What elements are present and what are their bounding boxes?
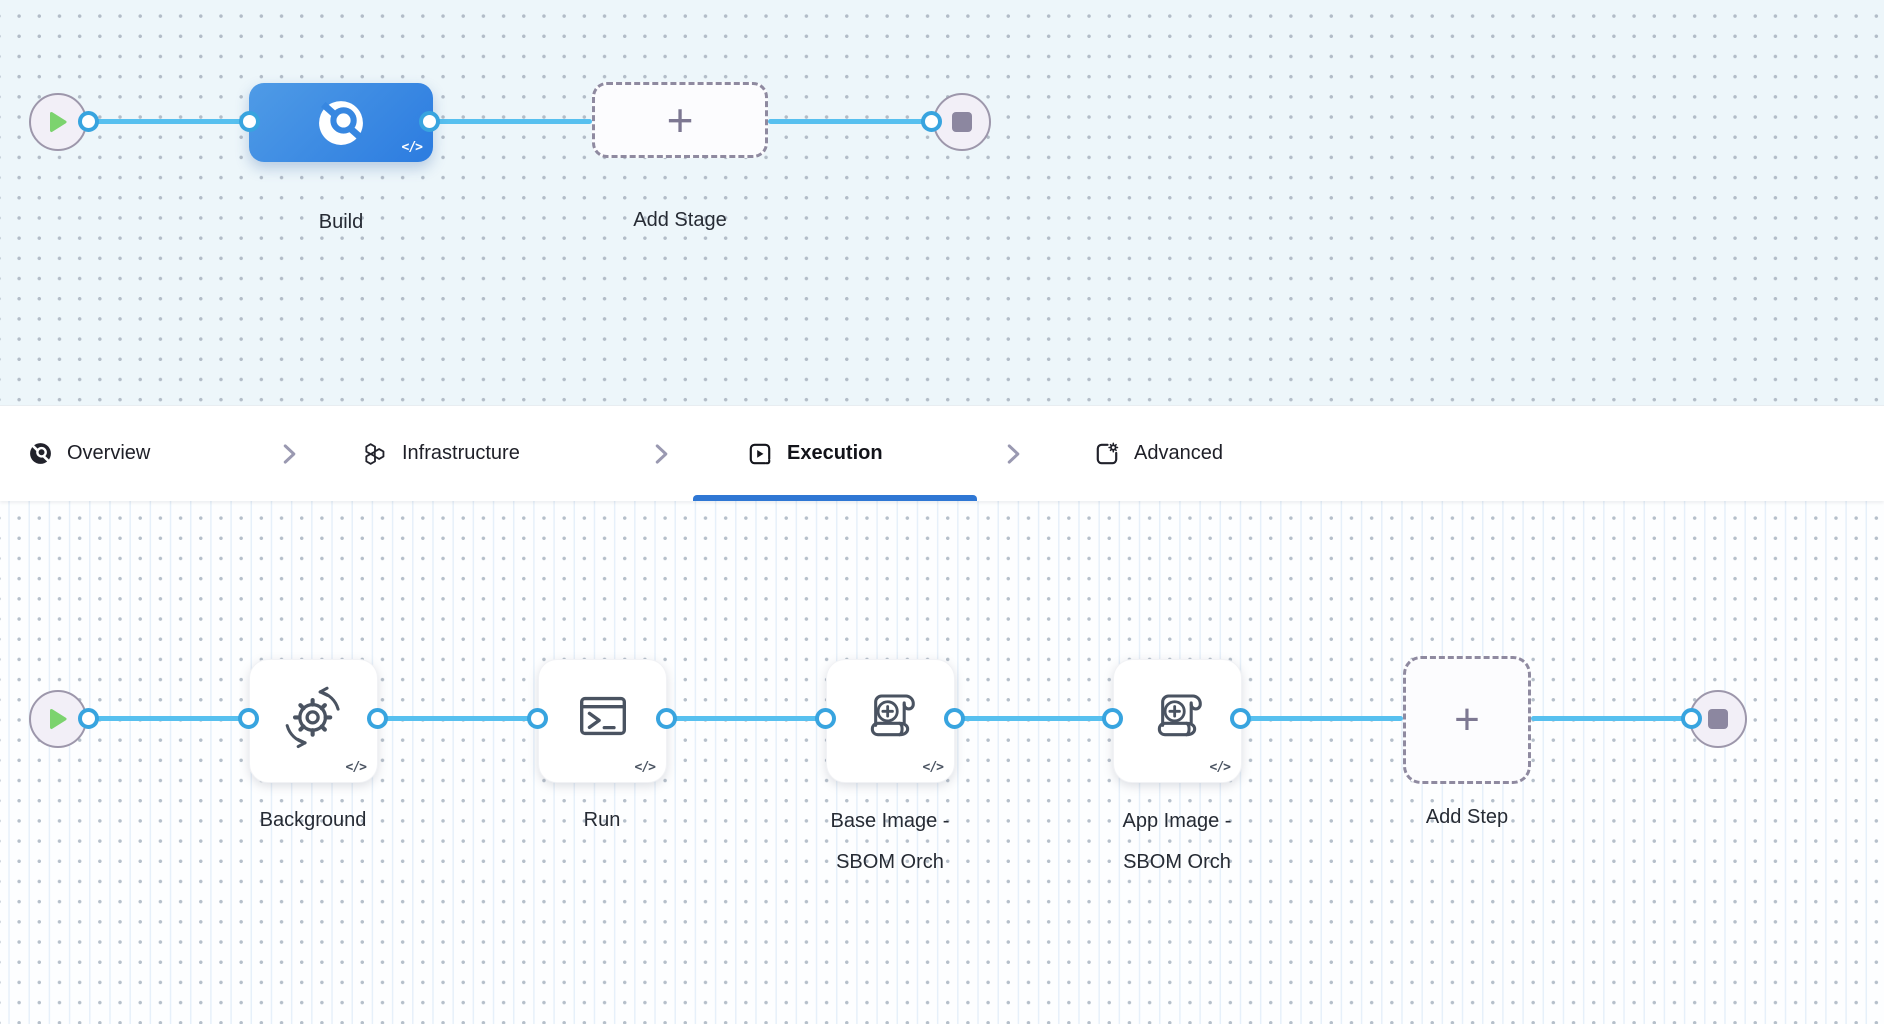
tab-execution[interactable]: Execution	[747, 406, 883, 501]
tab-label: Infrastructure	[402, 442, 520, 464]
chevron-right-icon	[276, 406, 302, 501]
connector-line	[89, 119, 250, 124]
step-label: Background	[259, 809, 367, 831]
connector-port[interactable]	[78, 111, 99, 132]
connector-port[interactable]	[238, 708, 259, 729]
terminal-icon	[579, 696, 626, 736]
yaml-code-badge[interactable]: </>	[922, 760, 945, 775]
step-node-run[interactable]: </>	[538, 659, 667, 783]
step-node-background[interactable]: </>	[249, 659, 378, 783]
window-gear-icon	[1096, 442, 1119, 464]
connector-port[interactable]	[527, 708, 548, 729]
connector-line	[667, 716, 826, 721]
step-label: App Image - SBOM Orch	[1122, 810, 1232, 873]
tab-infrastructure[interactable]: Infrastructure	[362, 406, 520, 501]
connector-port[interactable]	[239, 111, 260, 132]
sync-gear-icon	[285, 686, 340, 749]
connector-port[interactable]	[419, 111, 440, 132]
connector-port[interactable]	[1102, 708, 1123, 729]
add-stage-label: Add Stage	[633, 209, 727, 231]
pipeline-end-node	[933, 93, 991, 151]
connector-port[interactable]	[367, 708, 388, 729]
connector-port[interactable]	[1230, 708, 1251, 729]
stage-start-node	[29, 690, 87, 748]
step-node-app-image-sbom[interactable]: </>	[1113, 659, 1242, 783]
add-stage-button[interactable]: +	[592, 82, 768, 158]
play-icon	[49, 709, 66, 729]
connector-line	[768, 119, 932, 124]
connector-line	[1240, 716, 1403, 721]
stage-graph-canvas[interactable]: </> + Build Add Stage	[0, 0, 1884, 405]
scroll-plus-icon	[870, 694, 915, 737]
step-label: Run	[583, 809, 621, 831]
stage-label: Build	[318, 211, 364, 233]
yaml-code-badge[interactable]: </>	[1209, 760, 1232, 775]
yaml-code-badge[interactable]: </>	[634, 760, 657, 775]
active-tab-underline	[693, 495, 977, 501]
connector-line	[89, 716, 249, 721]
plus-icon: +	[666, 94, 694, 146]
play-window-icon	[749, 443, 771, 464]
connector-line	[430, 119, 592, 124]
tab-advanced[interactable]: Advanced	[1094, 406, 1223, 501]
connector-line	[1531, 716, 1692, 721]
plus-icon: +	[1454, 695, 1480, 744]
play-icon	[49, 112, 66, 132]
tab-label: Execution	[787, 442, 883, 464]
connector-port[interactable]	[944, 708, 965, 729]
step-label: Base Image - SBOM Orch	[830, 810, 950, 873]
hexagons-icon	[365, 442, 385, 465]
stage-node-build[interactable]: </>	[249, 83, 433, 162]
stop-icon	[952, 112, 972, 132]
pipeline-start-node	[29, 93, 87, 151]
chevron-right-icon	[648, 406, 674, 501]
ci-build-icon	[319, 100, 364, 145]
connector-line	[955, 716, 1113, 721]
connector-port[interactable]	[815, 708, 836, 729]
stage-tab-bar: Overview Infrastructure Execution	[0, 405, 1884, 501]
connector-port[interactable]	[656, 708, 677, 729]
tab-label: Advanced	[1134, 442, 1223, 464]
stop-icon	[1708, 709, 1728, 729]
connector-port[interactable]	[78, 708, 99, 729]
tab-label: Overview	[67, 442, 151, 464]
ci-build-icon	[30, 443, 51, 464]
yaml-code-badge[interactable]: </>	[345, 760, 368, 775]
connector-port[interactable]	[921, 111, 942, 132]
tab-overview[interactable]: Overview	[28, 406, 150, 501]
connector-line	[377, 716, 538, 721]
yaml-code-badge[interactable]: </>	[401, 140, 424, 155]
add-step-label: Add Step	[1425, 806, 1509, 828]
chevron-right-icon	[1000, 406, 1026, 501]
scroll-plus-icon	[1157, 694, 1202, 737]
execution-graph-canvas[interactable]: </> </>	[0, 500, 1884, 1024]
step-node-base-image-sbom[interactable]: </>	[826, 659, 955, 783]
connector-port[interactable]	[1681, 708, 1702, 729]
add-step-button[interactable]: +	[1403, 656, 1531, 784]
